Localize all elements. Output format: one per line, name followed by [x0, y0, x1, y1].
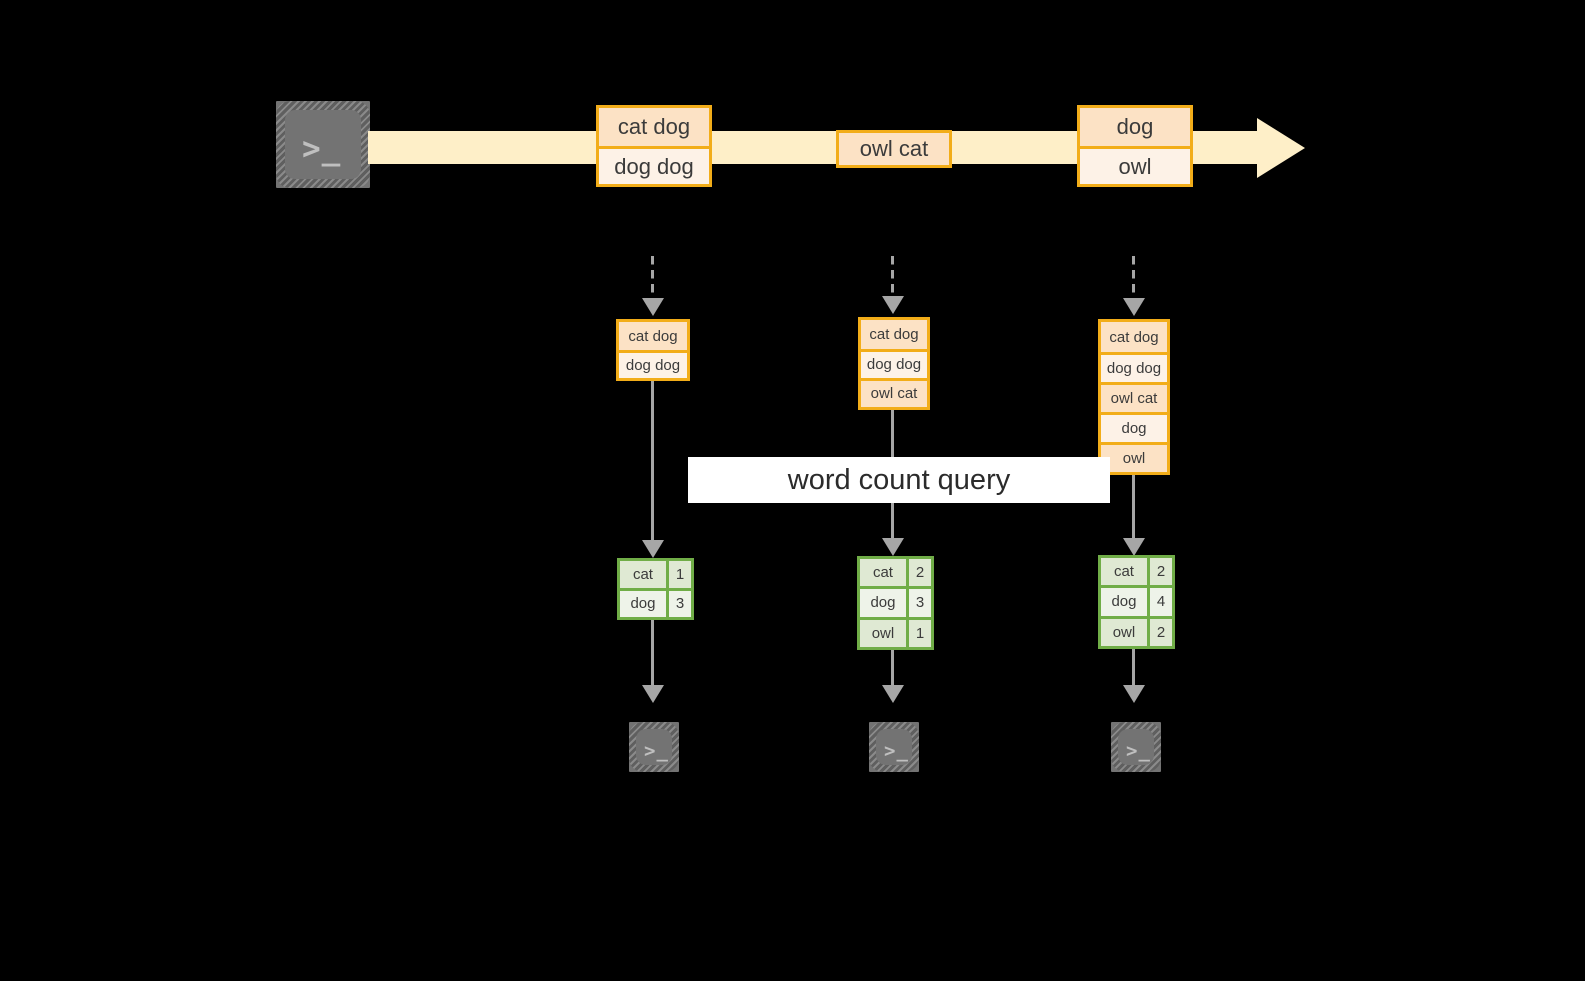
result-word: dog: [860, 589, 906, 617]
query-label: word count query: [688, 457, 1110, 503]
log-row: cat dog: [861, 320, 927, 349]
snapshot-3-sink-terminal-icon: >_: [1102, 713, 1170, 781]
source-terminal-icon: >_: [267, 92, 379, 197]
result-row: cat 2: [860, 559, 931, 587]
snapshot-2-trigger-line: [891, 256, 894, 300]
result-row: cat 2: [1101, 558, 1172, 586]
snapshot-1-output-line: [651, 620, 654, 686]
snapshot-1-trigger-arrowhead-icon: [642, 298, 664, 316]
snapshot-3-trigger-line: [1132, 256, 1135, 300]
result-word: owl: [860, 619, 906, 647]
result-count: 3: [665, 590, 691, 617]
result-row: dog 4: [1101, 585, 1172, 616]
log-row: cat dog: [1101, 322, 1167, 352]
result-word: dog: [620, 590, 666, 617]
snapshot-3-trigger-arrowhead-icon: [1123, 298, 1145, 316]
snapshot-1-sink-terminal-icon: >_: [620, 713, 688, 781]
stream-event-line: owl: [1080, 146, 1190, 184]
log-row: dog dog: [619, 350, 687, 378]
result-count: 2: [1146, 558, 1172, 586]
snapshot-3-output-line: [1132, 649, 1135, 686]
snapshot-2-result-table[interactable]: cat 2 dog 3 owl 1: [857, 556, 934, 650]
log-row: owl cat: [1101, 382, 1167, 412]
terminal-prompt-icon: >_: [644, 740, 669, 762]
result-count: 2: [905, 559, 931, 587]
snapshot-2-sink-terminal-icon: >_: [860, 713, 928, 781]
snapshot-3-query-line: [1132, 475, 1135, 540]
snapshot-3-log-table[interactable]: cat dog dog dog owl cat dog owl: [1098, 319, 1170, 475]
event-stream-arrowhead-icon: [1257, 118, 1305, 178]
snapshot-2-output-arrowhead-icon: [882, 685, 904, 703]
log-row: owl: [1101, 442, 1167, 472]
result-word: cat: [860, 559, 906, 587]
terminal-face: [285, 110, 361, 179]
stream-event-line: owl cat: [839, 133, 949, 165]
snapshot-2-log-table[interactable]: cat dog dog dog owl cat: [858, 317, 930, 410]
snapshot-3-result-table[interactable]: cat 2 dog 4 owl 2: [1098, 555, 1175, 649]
result-word: owl: [1101, 618, 1147, 646]
snapshot-2-trigger-arrowhead-icon: [882, 296, 904, 314]
log-row: dog dog: [1101, 352, 1167, 382]
result-count: 1: [905, 619, 931, 647]
snapshot-2-output-line: [891, 650, 894, 686]
stream-event-line: dog: [1080, 108, 1190, 146]
snapshot-3-query-arrowhead-icon: [1123, 538, 1145, 556]
result-word: dog: [1101, 588, 1147, 616]
snapshot-1-output-arrowhead-icon: [642, 685, 664, 703]
snapshot-3-output-arrowhead-icon: [1123, 685, 1145, 703]
log-row: dog dog: [861, 348, 927, 378]
snapshot-1-query-arrowhead-icon: [642, 540, 664, 558]
terminal-prompt-icon: >_: [884, 740, 909, 762]
result-count: 3: [905, 589, 931, 617]
snapshot-2-query-arrowhead-icon: [882, 538, 904, 556]
stream-event-line: dog dog: [599, 146, 709, 184]
snapshot-1-query-line: [651, 381, 654, 541]
stream-event-line: cat dog: [599, 108, 709, 146]
result-row: cat 1: [620, 561, 691, 588]
stream-event-2[interactable]: owl cat: [836, 130, 952, 168]
result-row: owl 1: [860, 616, 931, 647]
terminal-face: [636, 729, 672, 765]
stream-event-1[interactable]: cat dog dog dog: [596, 105, 712, 187]
result-row: owl 2: [1101, 615, 1172, 646]
terminal-prompt-icon: >_: [1126, 740, 1151, 762]
terminal-face: [876, 729, 912, 765]
terminal-prompt-icon: >_: [302, 131, 342, 167]
snapshot-1-trigger-line: [651, 256, 654, 300]
result-row: dog 3: [620, 587, 691, 617]
snapshot-1-result-table[interactable]: cat 1 dog 3: [617, 558, 694, 620]
terminal-face: [1118, 729, 1154, 765]
result-count: 2: [1146, 618, 1172, 646]
log-row: owl cat: [861, 377, 927, 407]
result-count: 4: [1146, 588, 1172, 616]
result-word: cat: [1101, 558, 1147, 586]
snapshot-1-log-table[interactable]: cat dog dog dog: [616, 319, 690, 381]
result-word: cat: [620, 561, 666, 588]
result-count: 1: [665, 561, 691, 588]
result-row: dog 3: [860, 586, 931, 617]
log-row: cat dog: [619, 322, 687, 350]
stream-event-3[interactable]: dog owl: [1077, 105, 1193, 187]
log-row: dog: [1101, 412, 1167, 442]
